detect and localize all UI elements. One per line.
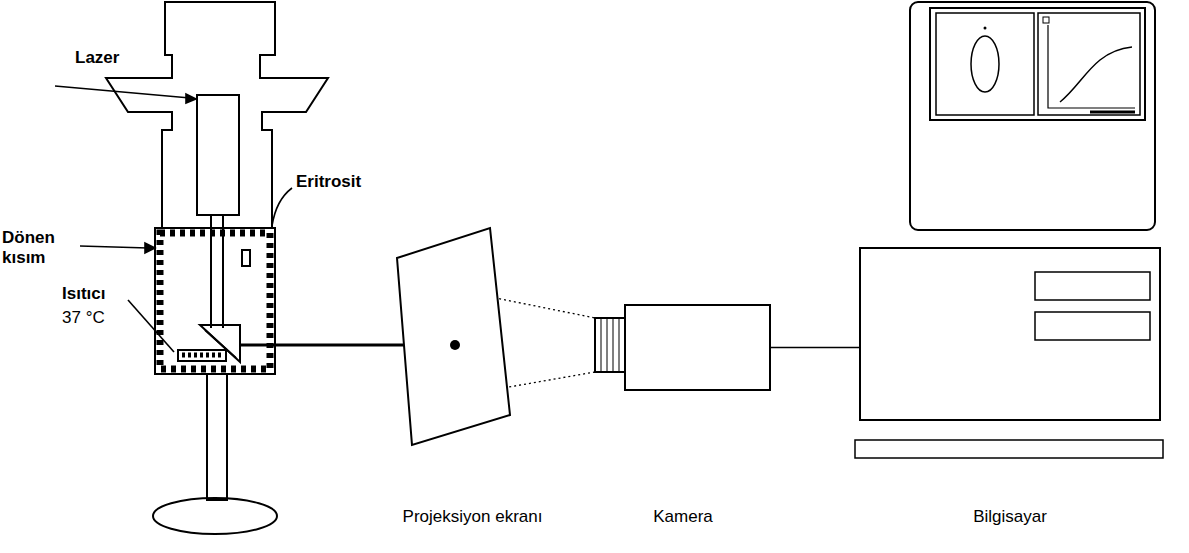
camera: Kamera (588, 300, 778, 528)
device-housing (106, 2, 328, 328)
connector-line (770, 347, 860, 349)
part-label: Dönen kısım (2, 228, 74, 268)
computer: Bilgisayar (850, 0, 1170, 528)
screen-shape (397, 228, 510, 445)
camera-shape (588, 300, 778, 528)
projection-screen-shape (380, 220, 565, 528)
part-label: Isıtıcı (62, 284, 105, 304)
part-label: Eritrosit (296, 172, 361, 192)
camera-lens (595, 318, 625, 372)
node-caption: Bilgisayar (973, 506, 1047, 528)
temperature-label: 37 °C (62, 308, 105, 328)
drive-shaft (153, 374, 277, 534)
connector (770, 347, 860, 348)
projection-screen: Projeksiyon ekranı (380, 220, 565, 528)
leader-lines (55, 86, 292, 352)
rotating-cup (155, 228, 275, 374)
laser-tube (197, 95, 239, 215)
heater (178, 350, 226, 361)
node-caption: Kamera (653, 506, 713, 528)
computer-shape (850, 0, 1170, 528)
node-caption: Projeksiyon ekranı (403, 506, 543, 528)
camera-body (625, 305, 770, 390)
part-label: Lazer (75, 48, 119, 68)
computer-base (860, 248, 1160, 420)
